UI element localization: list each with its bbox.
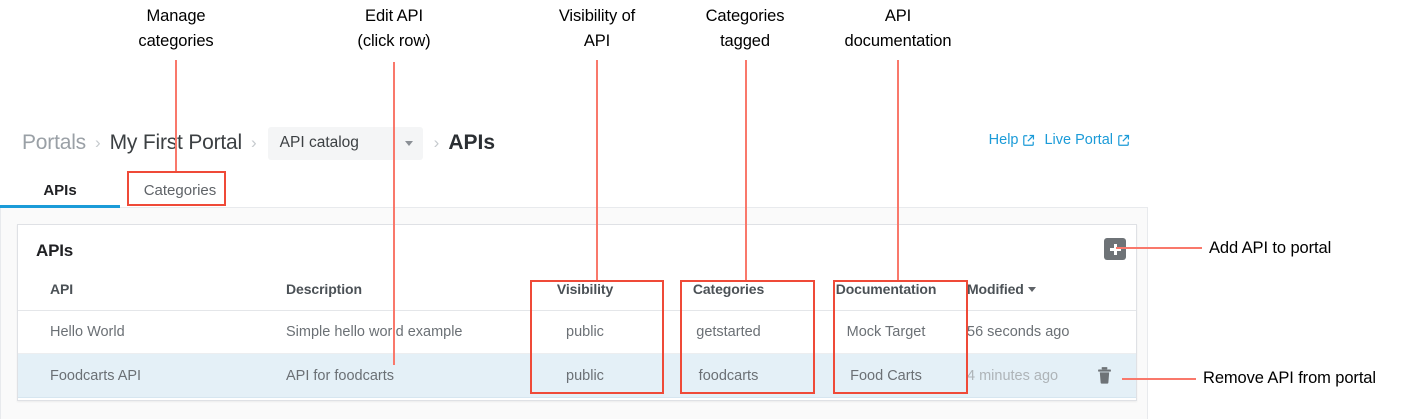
column-header-modified[interactable]: Modified <box>967 281 1136 311</box>
column-header-categories[interactable]: Categories <box>652 281 805 311</box>
annotation-line-categories-tagged <box>745 60 747 281</box>
cell-modified-text: 56 seconds ago <box>967 324 1070 340</box>
cell-categories: getstarted <box>652 310 805 354</box>
card-title: APIs <box>36 241 73 260</box>
column-header-visibility[interactable]: Visibility <box>518 281 652 311</box>
column-header-modified-label: Modified <box>967 281 1024 297</box>
annotation-line-manage-categories <box>175 60 177 173</box>
breadcrumb-separator-icon: › <box>433 133 440 152</box>
add-api-button[interactable] <box>1104 238 1126 260</box>
breadcrumb: Portals › My First Portal › API catalog … <box>22 126 495 160</box>
annotation-label-manage-categories: Manage categories <box>138 7 214 50</box>
column-header-description[interactable]: Description <box>286 281 518 311</box>
table-header-row: API Description Visibility Categories Do… <box>18 281 1136 311</box>
cell-documentation: Food Carts <box>805 353 967 398</box>
cell-description: API for foodcarts <box>286 353 518 398</box>
apis-card: APIs API Description Visibility Categori… <box>17 224 1137 401</box>
cell-description: Simple hello world example <box>286 310 518 354</box>
cell-modified-inner: 4 minutes ago <box>967 367 1136 384</box>
annotation-label-add-api-to-portal: Add API to portal <box>1209 239 1332 257</box>
help-link[interactable]: Help <box>989 132 1036 148</box>
catalog-select[interactable]: API catalog <box>267 126 423 160</box>
annotation-label-api-documentation: API documentation <box>844 7 952 50</box>
cell-documentation: Mock Target <box>805 310 967 354</box>
cell-api: Foodcarts API <box>18 353 286 398</box>
annotation-line-api-documentation <box>897 60 899 281</box>
tab-categories[interactable]: Categories <box>143 182 217 199</box>
cell-api: Hello World <box>18 310 286 354</box>
caret-down-icon <box>1027 287 1036 292</box>
column-header-api[interactable]: API <box>18 281 286 311</box>
annotation-label-categories-tagged: Categories tagged <box>705 7 785 50</box>
chevron-down-icon <box>404 140 413 146</box>
top-links: Help Live Portal <box>989 132 1130 148</box>
tab-apis[interactable]: APIs <box>0 182 120 208</box>
plus-icon <box>1109 243 1121 255</box>
annotation-label-remove-api-from-portal: Remove API from portal <box>1203 369 1376 387</box>
cell-modified-text: 4 minutes ago <box>967 367 1059 384</box>
table-row[interactable]: Foodcarts API API for foodcarts public f… <box>18 353 1136 398</box>
trash-icon[interactable] <box>1097 367 1112 384</box>
cell-modified-inner: 56 seconds ago <box>967 324 1136 340</box>
cell-categories: foodcarts <box>652 353 805 398</box>
breadcrumb-current: APIs <box>448 131 496 154</box>
external-link-icon <box>1117 134 1130 147</box>
breadcrumb-separator-icon: › <box>250 133 257 152</box>
breadcrumb-portals[interactable]: Portals <box>22 131 86 154</box>
annotation-label-edit-api: Edit API (click row) <box>357 7 431 50</box>
annotation-line-visibility-of-api <box>596 60 598 281</box>
column-header-documentation[interactable]: Documentation <box>805 281 967 311</box>
live-portal-link-label: Live Portal <box>1044 132 1113 148</box>
annotation-line-edit-api <box>393 62 395 365</box>
table-row[interactable]: Hello World Simple hello world example p… <box>18 310 1136 354</box>
live-portal-link[interactable]: Live Portal <box>1044 132 1130 148</box>
breadcrumb-separator-icon: › <box>94 133 101 152</box>
apis-table: API Description Visibility Categories Do… <box>18 281 1136 398</box>
cell-visibility: public <box>518 353 652 398</box>
tab-bar: APIs Categories <box>0 172 1148 208</box>
cell-modified: 56 seconds ago <box>967 310 1136 354</box>
external-link-icon <box>1022 134 1035 147</box>
portal-app: Portals › My First Portal › API catalog … <box>0 104 1148 419</box>
annotation-line-remove-api <box>1122 378 1196 380</box>
catalog-select-value: API catalog <box>279 134 359 151</box>
cell-modified: 4 minutes ago <box>967 353 1136 398</box>
help-link-label: Help <box>988 132 1019 148</box>
cell-visibility: public <box>518 310 652 354</box>
annotation-line-add-api <box>1116 247 1202 249</box>
annotation-label-visibility-of-api: Visibility of API <box>558 7 636 50</box>
